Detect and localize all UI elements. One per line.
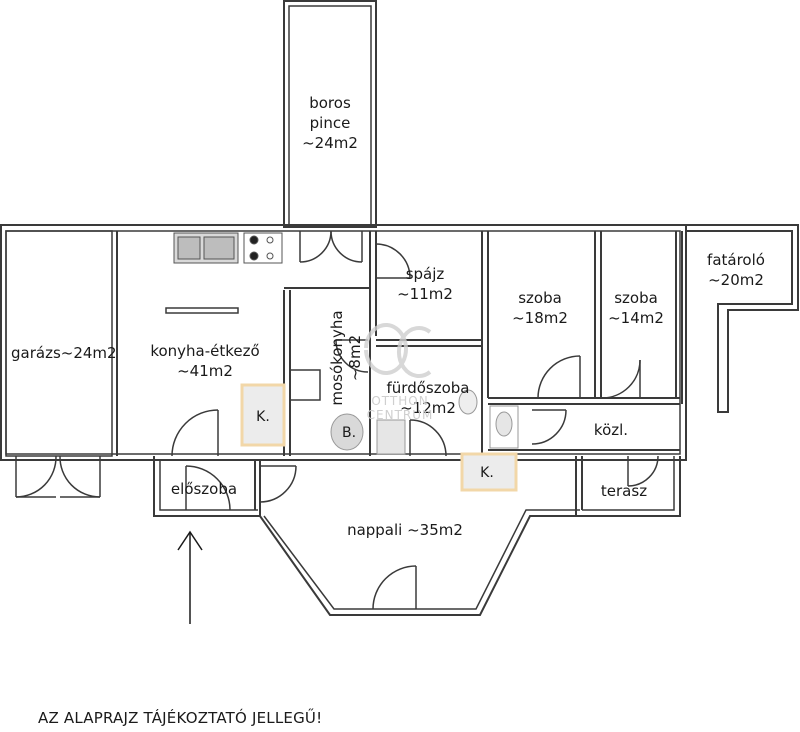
room-kozl: közl. [593,421,629,439]
room-konyha-etkezo: konyha-étkező ~41m2 [150,342,260,380]
boiler-box-1 [240,383,286,447]
room-mosokonyha: mosókonyha ~8m2 [328,310,364,406]
boiler-label-1: K. [256,409,270,425]
room-furdoszoba: fürdőszoba ~12m2 [386,379,470,417]
watermark-logo [364,323,432,378]
room-terasz: terasz [600,482,648,500]
room-szoba-14: szoba ~14m2 [608,289,664,327]
room-garazs: garázs~24m2 [11,344,117,362]
room-eloszoba: előszoba [170,480,238,498]
kitchen-sink [173,232,239,264]
entrance-arrow [177,530,203,624]
disclaimer-note: AZ ALAPRAJZ TÁJÉKOZTATÓ JELLEGŰ! [38,709,323,727]
room-nappali: nappali ~35m2 [347,521,463,539]
room-spajz: spájz ~11m2 [397,265,453,303]
watermark-text: OTTHON CENTRUM [366,394,434,422]
boiler-label-2: K. [480,465,494,481]
washbasin-fixture [458,389,478,415]
bathtub-fixture [330,413,364,451]
shower-fixture [376,419,406,455]
room-fataralo: fatároló ~20m2 [707,251,765,289]
kitchen-counter-line [165,307,239,314]
room-szoba-18: szoba ~18m2 [512,289,568,327]
boiler-box-2 [460,452,518,492]
wall-garazs [5,230,113,457]
bathtub-label: B. [341,425,357,441]
room-boros-pince: boros pince ~24m2 [302,94,358,152]
toilet-fixture [495,411,513,437]
stove [243,232,283,264]
outer-wall-main [0,224,687,461]
